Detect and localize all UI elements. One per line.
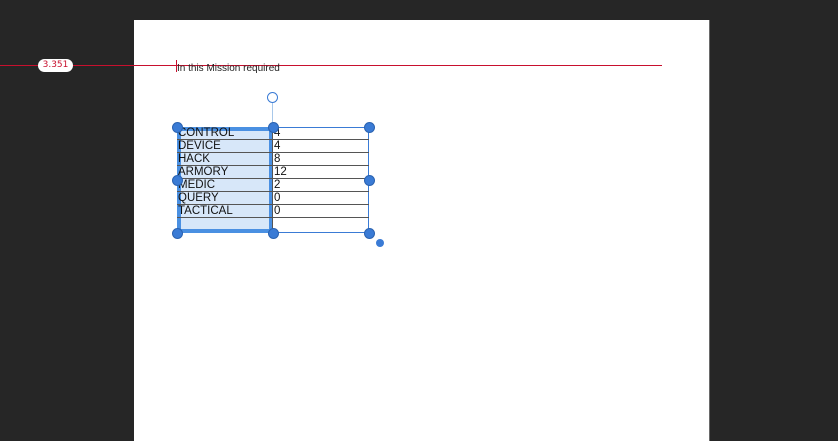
resize-handle-middle-left[interactable] bbox=[172, 175, 183, 186]
resize-handle-top-right[interactable] bbox=[364, 122, 375, 133]
resize-handle-bottom-left[interactable] bbox=[172, 228, 183, 239]
resize-handle-top-middle[interactable] bbox=[268, 122, 279, 133]
text-frame-caption[interactable]: In this Mission required bbox=[177, 63, 280, 74]
table-row[interactable]: MEDIC 2 bbox=[177, 179, 369, 192]
row-value: 8 bbox=[274, 153, 281, 165]
row-value: 0 bbox=[274, 192, 281, 204]
row-value: 4 bbox=[274, 140, 281, 152]
resize-handle-bottom-middle[interactable] bbox=[268, 228, 279, 239]
table-row[interactable]: QUERY 0 bbox=[177, 192, 369, 205]
resize-handle-middle-right[interactable] bbox=[364, 175, 375, 186]
row-label: ARMORY bbox=[178, 166, 229, 178]
rotate-handle-stem bbox=[272, 103, 273, 127]
table-row[interactable]: ARMORY 12 bbox=[177, 166, 369, 179]
row-value: 2 bbox=[274, 179, 281, 191]
row-label: HACK bbox=[178, 153, 210, 165]
table-row[interactable]: CONTROL 4 bbox=[177, 127, 369, 140]
row-value: 0 bbox=[274, 205, 281, 217]
row-label: DEVICE bbox=[178, 140, 221, 152]
row-label: MEDIC bbox=[178, 179, 216, 191]
row-value: 12 bbox=[274, 166, 287, 178]
table-row[interactable]: TACTICAL 0 bbox=[177, 205, 369, 218]
row-label: CONTROL bbox=[178, 127, 235, 139]
guide-marker bbox=[176, 60, 177, 72]
ruler-guide-line[interactable] bbox=[0, 65, 662, 66]
row-value: 4 bbox=[274, 127, 281, 139]
move-handle[interactable] bbox=[376, 239, 384, 247]
guide-position-badge: 3.351 bbox=[38, 59, 73, 72]
rotate-handle[interactable] bbox=[267, 92, 278, 103]
row-label: TACTICAL bbox=[178, 205, 233, 217]
table-row[interactable]: HACK 8 bbox=[177, 153, 369, 166]
table-row[interactable]: DEVICE 4 bbox=[177, 140, 369, 153]
resize-handle-top-left[interactable] bbox=[172, 122, 183, 133]
row-label: QUERY bbox=[178, 192, 219, 204]
resize-handle-bottom-right[interactable] bbox=[364, 228, 375, 239]
column-divider[interactable] bbox=[272, 127, 273, 233]
